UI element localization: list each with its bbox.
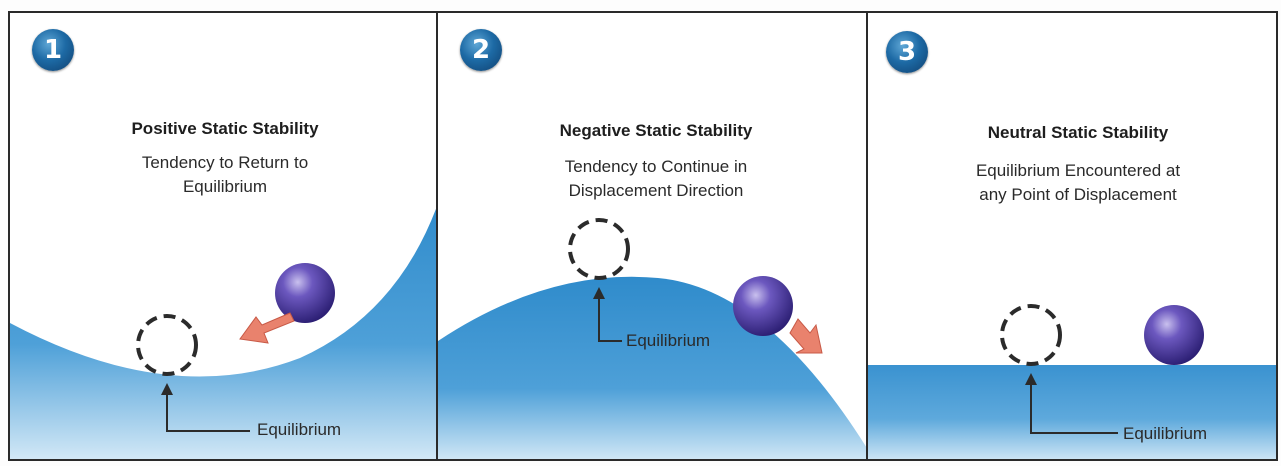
equilibrium-pointer-arrowhead — [161, 383, 173, 395]
equilibrium-pointer-line — [166, 385, 250, 432]
panel-positive-stability: 1 Positive Static Stability Tendency to … — [8, 11, 438, 461]
equilibrium-position-marker — [1000, 304, 1062, 366]
panel-title: Positive Static Stability — [131, 119, 319, 138]
hill-surface — [438, 276, 866, 459]
equilibrium-position-marker — [136, 314, 198, 376]
step-number-badge: 1 — [32, 29, 74, 71]
equilibrium-label: Equilibrium — [1123, 424, 1208, 443]
panel-subtitle-line2: Displacement Direction — [568, 181, 744, 200]
neutral-stability-illustration — [868, 304, 1276, 459]
valley-surface — [10, 208, 436, 459]
equilibrium-label: Equilibrium — [257, 420, 342, 439]
panel-subtitle-line1: Equilibrium Encountered at — [975, 161, 1181, 180]
panel-title: Negative Static Stability — [559, 121, 753, 140]
equilibrium-label: Equilibrium — [626, 331, 711, 350]
positive-stability-illustration — [10, 208, 436, 459]
displacement-arrow — [789, 318, 823, 354]
flat-surface — [868, 365, 1276, 459]
equilibrium-pointer-line — [1030, 375, 1118, 434]
panel-title: Neutral Static Stability — [987, 123, 1169, 142]
ball — [733, 276, 793, 336]
negative-stability-illustration — [438, 218, 866, 459]
panel-subtitle-line2: any Point of Displacement — [979, 185, 1177, 204]
panel-subtitle-line2: Equilibrium — [182, 177, 268, 196]
step-number-badge: 3 — [886, 31, 928, 73]
equilibrium-pointer-arrowhead — [593, 287, 605, 299]
panel-subtitle-line1: Tendency to Continue in — [564, 157, 748, 176]
panel-subtitle-line1: Tendency to Return to — [141, 153, 309, 172]
ball — [1144, 305, 1204, 365]
equilibrium-pointer-arrowhead — [1025, 373, 1037, 385]
equilibrium-position-marker — [568, 218, 630, 280]
ball — [275, 263, 335, 323]
panel-negative-stability: 2 Negative Static Stability Tendency to … — [436, 11, 868, 461]
return-arrow — [239, 312, 295, 344]
step-number-badge: 2 — [460, 29, 502, 71]
equilibrium-pointer-line — [598, 289, 622, 342]
panel-neutral-stability: 3 Neutral Static Stability Equilibrium E… — [866, 11, 1278, 461]
